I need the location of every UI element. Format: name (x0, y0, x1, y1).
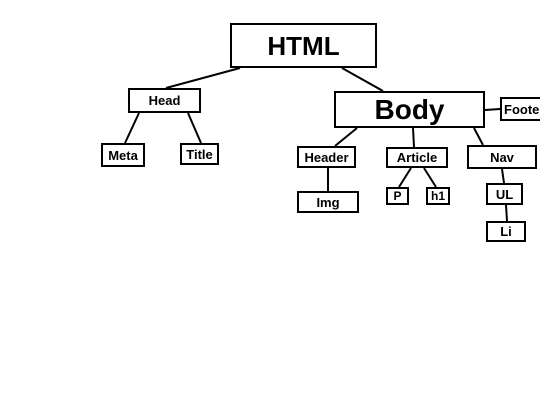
node-ul-label: UL (495, 186, 514, 202)
node-header-label: Header (304, 149, 349, 165)
node-p: P (386, 187, 409, 205)
node-h1-label: h1 (430, 189, 445, 203)
node-article-label: Article (396, 150, 438, 165)
edge-ul-li (505, 204, 508, 222)
node-title: Title (180, 143, 219, 165)
node-p-label: P (393, 189, 402, 203)
node-meta-label: Meta (108, 147, 138, 163)
node-meta: Meta (101, 143, 145, 167)
edge-nav-ul (501, 168, 505, 184)
node-footer-label: Footer (504, 101, 540, 117)
node-h1: h1 (426, 187, 450, 205)
edge-html-head (165, 67, 241, 89)
edge-article-p (398, 167, 412, 188)
node-img-label: Img (316, 194, 340, 210)
node-nav: Nav (467, 145, 537, 169)
node-html: HTML (230, 23, 377, 68)
node-footer: Footer (500, 97, 540, 121)
edge-head-meta (124, 112, 140, 144)
node-img: Img (297, 191, 359, 213)
edge-head-title (187, 112, 202, 144)
node-body-label: Body (374, 93, 445, 125)
node-head: Head (128, 88, 201, 113)
node-li: Li (486, 221, 526, 242)
edge-body-footer (484, 108, 501, 111)
edge-body-header (334, 127, 358, 147)
node-title-label: Title (186, 146, 213, 162)
edge-body-nav (473, 127, 484, 146)
node-article: Article (386, 147, 448, 168)
node-li-label: Li (500, 224, 512, 239)
node-body: Body (334, 91, 485, 128)
edge-body-article (412, 127, 415, 148)
edge-article-h1 (423, 167, 437, 188)
edge-html-body (341, 67, 384, 92)
node-nav-label: Nav (490, 149, 514, 165)
node-head-label: Head (148, 93, 181, 108)
node-html-label: HTML (267, 30, 340, 61)
node-header: Header (297, 146, 356, 168)
node-ul: UL (486, 183, 523, 205)
